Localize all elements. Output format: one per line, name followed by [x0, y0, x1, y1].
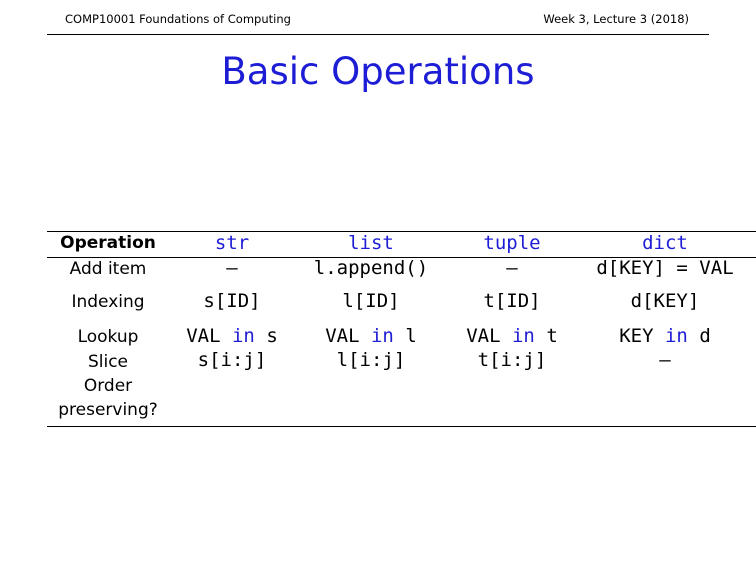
cell-add-item-dict: d[KEY] = VAL: [596, 257, 734, 279]
table-header-rule: [47, 257, 756, 258]
cell-indexing-str: s[ID]: [203, 290, 261, 312]
row-label-slice: Slice: [87, 352, 129, 372]
cell-slice-dict: —: [659, 349, 671, 371]
table-bottom-rule: [47, 426, 756, 427]
cell-lookup-str: VAL in s: [186, 325, 278, 347]
slide-title: Basic Operations: [221, 50, 535, 93]
column-header-operation: Operation: [60, 233, 156, 253]
cell-slice-str: s[i:j]: [197, 349, 267, 371]
row-label-order-line2: preserving?: [58, 400, 158, 420]
column-header-str: str: [214, 232, 250, 254]
cell-indexing-tuple: t[ID]: [483, 290, 541, 312]
cell-slice-tuple: t[i:j]: [477, 349, 547, 371]
cell-add-item-tuple: —: [506, 257, 518, 279]
row-label-add-item: Add item: [69, 259, 147, 279]
cell-add-item-str: —: [226, 257, 238, 279]
cell-lookup-dict: KEY in d: [619, 325, 711, 347]
column-header-list: list: [348, 232, 394, 254]
cell-indexing-dict: d[KEY]: [630, 290, 700, 312]
lecture-header: Week 3, Lecture 3 (2018): [543, 12, 689, 26]
cell-add-item-list: l.append(): [313, 257, 429, 279]
header-divider: [47, 34, 709, 35]
cell-lookup-tuple: VAL in t: [466, 325, 558, 347]
row-label-indexing: Indexing: [71, 292, 145, 312]
cell-indexing-list: l[ID]: [342, 290, 400, 312]
keyword-in: in: [664, 325, 688, 347]
cell-slice-list: l[i:j]: [336, 349, 406, 371]
table-top-rule: [47, 231, 756, 232]
keyword-in: in: [511, 325, 535, 347]
keyword-in: in: [370, 325, 394, 347]
course-header: COMP10001 Foundations of Computing: [65, 12, 291, 26]
column-header-tuple: tuple: [483, 232, 541, 254]
row-label-lookup: Lookup: [77, 327, 139, 347]
cell-lookup-list: VAL in l: [325, 325, 417, 347]
row-label-order-line1: Order: [83, 376, 133, 396]
column-header-dict: dict: [642, 232, 688, 254]
keyword-in: in: [231, 325, 255, 347]
